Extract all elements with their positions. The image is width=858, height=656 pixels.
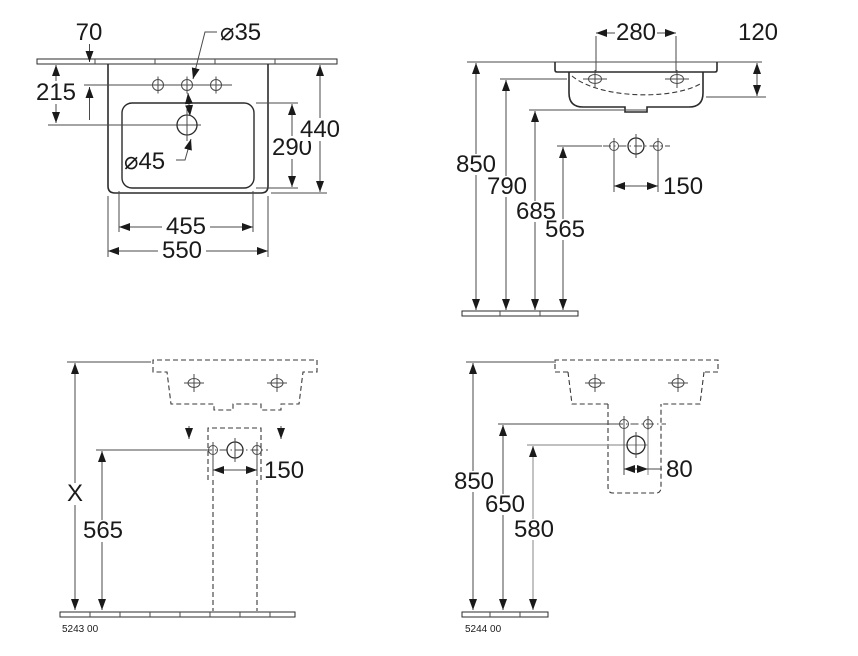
pedestal-view: 150 X 565 5243 00: [59, 359, 318, 635]
dim-tap-hole-setback: 70: [76, 19, 103, 120]
dim-supply-height: 650: [484, 425, 525, 610]
mounting-holes: [585, 374, 688, 392]
dim-apron-height: 120: [706, 19, 778, 98]
dim-mounting-hole-spacing: 280: [595, 19, 677, 73]
basin-ghost-right: [661, 371, 705, 405]
dim-drain-diameter: ⌀45: [124, 138, 192, 175]
pedestal-ghost: [212, 480, 258, 611]
dim-overall-depth: 440: [271, 65, 341, 194]
supply-connections: [204, 438, 268, 462]
dim-supply-height: 565: [82, 451, 123, 610]
dim-trap-spacing-label: 80: [666, 456, 693, 483]
dim-tap-hole-diameter: ⌀35: [184, 19, 261, 117]
dim-supply-spacing-label: 150: [264, 457, 304, 484]
trap-cover-dashed: [607, 404, 662, 494]
dim-supply-height: 565: [545, 145, 602, 310]
dim-mounting-hole-spacing-label: 280: [616, 19, 656, 46]
basin-rim-outline: [554, 62, 718, 73]
drain-connection: [527, 432, 648, 458]
dim-supply-height-label: 565: [83, 517, 123, 544]
front-view: 280 120 150: [456, 19, 778, 317]
dim-trap-height-label: 580: [514, 516, 554, 543]
drain-hole: [48, 109, 201, 141]
product-code: 5243 00: [62, 624, 99, 635]
basin-ghost-left: [567, 371, 608, 405]
mounting-holes: [583, 70, 689, 88]
floor-strip: [461, 611, 549, 618]
basin-ghost-outline: [152, 359, 318, 411]
dim-supply-spacing: 150: [212, 457, 304, 484]
dim-overall-depth-label: 440: [300, 116, 340, 143]
fixing-template-dashed: [207, 427, 262, 480]
dim-supply-height-label: 650: [485, 491, 525, 518]
semi-pedestal-view: 80 850 650 580 5244 00: [454, 359, 719, 635]
bowl-outline: [121, 102, 255, 189]
mounting-holes: [184, 374, 287, 392]
dim-drain-setback: 215: [36, 65, 76, 123]
dim-bowl-width-label: 455: [166, 213, 206, 240]
dim-overall-width-label: 550: [162, 237, 202, 264]
dim-apron-height-label: 120: [738, 19, 778, 46]
bowl-profile-dashed: [571, 75, 701, 96]
basin-body-outline: [568, 72, 704, 113]
dim-rim-height: X: [63, 361, 151, 610]
dim-tap-hole-setback-label: 70: [76, 19, 103, 46]
supply-connections: [603, 134, 670, 158]
dim-drain-diameter-label: ⌀45: [124, 148, 165, 175]
tap-holes: [84, 76, 232, 94]
top-view: 70 215 ⌀35 ⌀45 290: [36, 19, 341, 264]
dim-mounting-hole-height-label: 790: [487, 173, 527, 200]
dim-rim-height-label: X: [67, 480, 83, 507]
basin-ghost-rim: [554, 359, 719, 373]
dim-bowl-depth: 290: [256, 102, 313, 189]
supply-connections: [615, 416, 666, 432]
dim-rim-height: 850: [456, 63, 496, 310]
dim-rim-height-label: 850: [454, 468, 494, 495]
dim-rim-height: 850: [454, 361, 556, 610]
mounting-direction-arrows: [185, 426, 285, 439]
floor-strip: [59, 611, 296, 618]
dim-underside-height: 685: [516, 109, 648, 310]
dim-supply-spacing: 150: [613, 152, 703, 200]
dim-supply-height-label: 565: [545, 216, 585, 243]
dim-drain-setback-label: 215: [36, 79, 76, 106]
dim-mounting-hole-height: 790: [487, 78, 567, 310]
basin-outline: [107, 64, 269, 194]
dim-rim-height-label: 850: [456, 151, 496, 178]
dim-trap-spacing: 80: [623, 430, 693, 483]
floor-strip: [461, 310, 579, 317]
dim-overall-width: 550: [107, 196, 269, 264]
product-code: 5244 00: [465, 624, 502, 635]
dim-trap-height: 580: [513, 446, 554, 610]
dim-tap-hole-diameter-label: ⌀35: [220, 19, 261, 46]
dim-supply-spacing-label: 150: [663, 173, 703, 200]
wall-section-strip: [36, 58, 338, 65]
dim-bowl-width: 455: [118, 191, 254, 240]
